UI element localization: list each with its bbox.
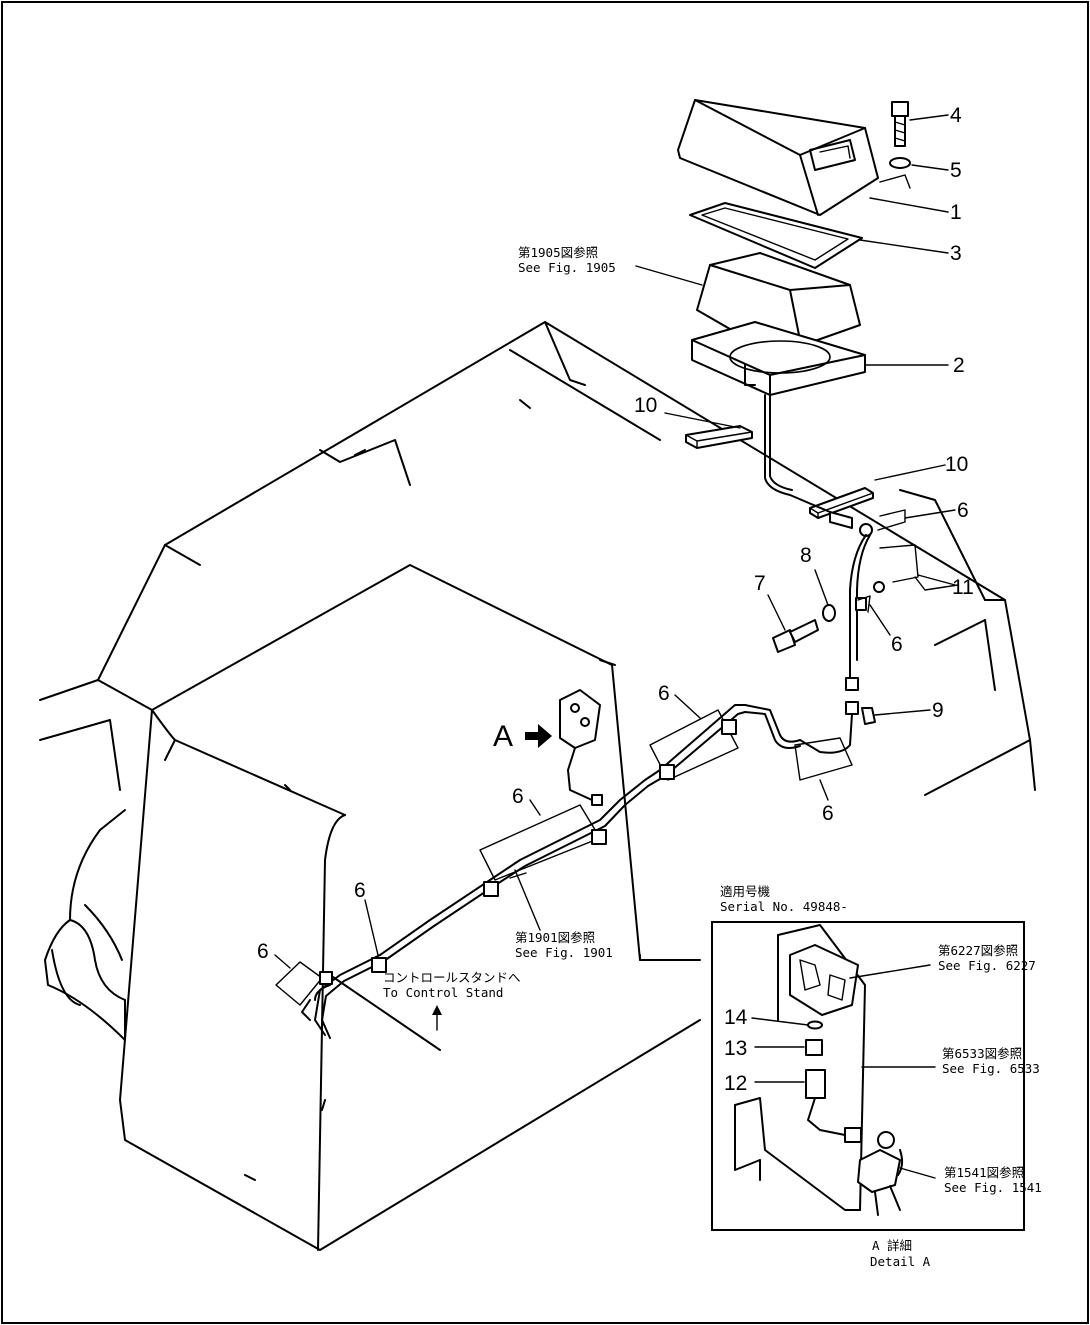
- part-number-6-center: 6: [512, 785, 524, 808]
- part-number-5: 5: [950, 159, 962, 182]
- ref-fig1901-jp: 第1901図参照: [515, 930, 595, 945]
- part-number-14: 14: [724, 1006, 748, 1029]
- ref-control-stand-jp: コントロールスタンドへ: [383, 970, 521, 985]
- control-stand-arrow: [432, 1005, 442, 1031]
- part-number-4: 4: [950, 104, 962, 127]
- bolt-4: [891, 101, 909, 147]
- part-number-12: 12: [724, 1072, 747, 1095]
- part-number-6-mid: 6: [891, 633, 903, 656]
- part-number-6-harness: 6: [658, 682, 670, 705]
- part-number-6-far-left: 6: [257, 940, 269, 963]
- lamp-base-2: [691, 321, 866, 396]
- ref-fig6227-jp: 第6227図参照: [938, 943, 1018, 958]
- ref-fig6533-jp: 第6533図参照: [942, 1046, 1022, 1061]
- ref-fig6227-en: See Fig. 6227: [938, 958, 1036, 973]
- lamp-cover-1: [677, 99, 879, 216]
- ref-fig1905-jp: 第1905図参照: [518, 245, 598, 260]
- ref-fig6533-en: See Fig. 6533: [942, 1061, 1040, 1076]
- lamp-wire: [764, 394, 831, 513]
- reference-notes: 第1905図参照 See Fig. 1905 第1901図参照 See Fig.…: [383, 245, 1042, 1269]
- part-number-1: 1: [950, 201, 962, 224]
- ref-fig1541-en: See Fig. 1541: [944, 1180, 1042, 1195]
- detail-a-label: A: [493, 720, 513, 753]
- part-number-10-right: 10: [945, 453, 968, 476]
- ref-serial-jp: 適用号機: [720, 884, 771, 899]
- ref-control-stand-en: To Control Stand: [383, 985, 503, 1000]
- ref-fig1901-en: See Fig. 1901: [515, 945, 613, 960]
- pad-10-left: [685, 425, 753, 449]
- detail-a-caption-jp: A 詳細: [872, 1238, 912, 1253]
- part-number-6-top: 6: [957, 499, 969, 522]
- ref-fig1541-jp: 第1541図参照: [944, 1165, 1024, 1180]
- detail-a-marker: [525, 724, 552, 748]
- part-number-2: 2: [953, 354, 965, 377]
- ref-fig1905-en: See Fig. 1905: [518, 260, 616, 275]
- clamp-9: [861, 707, 876, 725]
- part-number-8: 8: [800, 544, 812, 567]
- part-number-9: 9: [932, 699, 944, 722]
- machine-track-left: [44, 829, 126, 1041]
- part-number-10-left: 10: [634, 394, 657, 417]
- part-number-3: 3: [950, 242, 962, 265]
- harness-right: [799, 511, 885, 754]
- main-harness: [301, 704, 801, 1039]
- bolt-7: [772, 619, 819, 653]
- detail-a-caption-en: Detail A: [870, 1254, 931, 1269]
- detail-a-box: [711, 921, 1025, 1231]
- machine-front-box: [119, 564, 701, 1251]
- gasket-3: [689, 202, 863, 269]
- part-number-6-left: 6: [354, 879, 366, 902]
- part-numbers: 4 5 1 3 2 10 10 6 11 8 7 6 9 6 6 6 6 6 1…: [257, 104, 974, 1095]
- connector-detail-a: [559, 689, 603, 806]
- part-number-6-lower: 6: [822, 802, 834, 825]
- part-number-11: 11: [952, 576, 974, 599]
- ref-serial-en: Serial No. 49848-: [720, 899, 848, 914]
- washer-8: [822, 604, 836, 622]
- clamp-sheet-6: [275, 509, 919, 1006]
- washer-5: [889, 157, 911, 169]
- leader-lines: [274, 114, 959, 1179]
- part-number-13: 13: [724, 1037, 747, 1060]
- machine-body-rear: [39, 321, 1036, 1181]
- part-number-7: 7: [754, 572, 766, 595]
